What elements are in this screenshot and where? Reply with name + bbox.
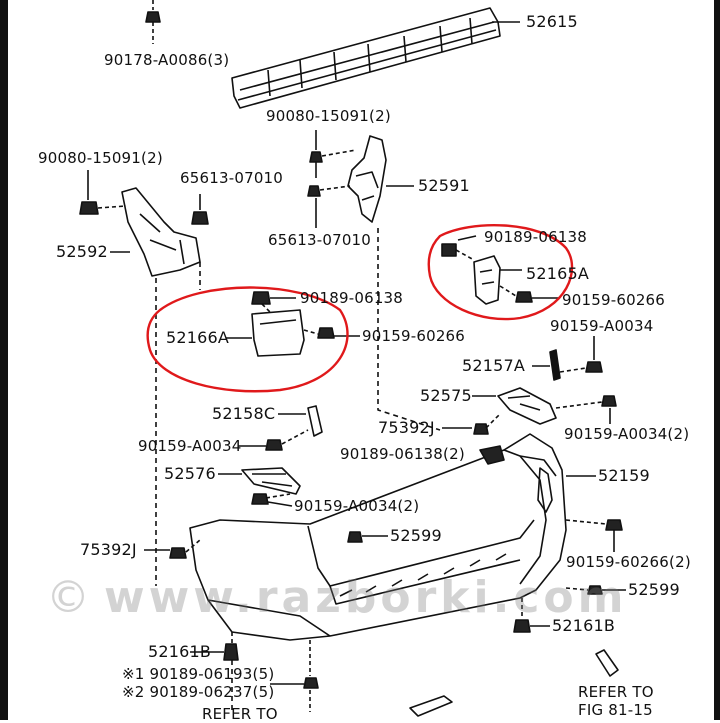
- label-52165A: 52165A: [526, 264, 590, 283]
- bottom-fasteners: [144, 519, 626, 717]
- highlight-circles: [146, 224, 574, 393]
- label-65613-07010-right: 65613-07010: [268, 231, 372, 249]
- label-90080-15091-right: 90080-15091(2): [266, 107, 391, 125]
- part-52159-bumper-cover: [189, 433, 567, 641]
- label-52161B-right: 52161B: [552, 616, 616, 635]
- label-52599-upper: 52599: [390, 526, 442, 545]
- label-refer-to-right: REFER TO: [578, 683, 654, 701]
- label-52159: 52159: [598, 466, 650, 485]
- left-border: [0, 0, 8, 720]
- label-90189-06138-2: 90189-06138(2): [340, 445, 465, 463]
- label-90159-A0034-left: 90159-A0034: [138, 437, 242, 455]
- part-52165A-retainer: [441, 235, 560, 305]
- part-52157A-52575-retainers: [442, 336, 617, 435]
- label-90178-A0086: 90178-A0086(3): [104, 51, 230, 69]
- right-border: [714, 0, 720, 720]
- label-52599-lower: 52599: [628, 580, 680, 599]
- label-refer-to-left: REFER TO: [202, 705, 278, 723]
- label-52615: 52615: [526, 12, 578, 31]
- watermark-text: www.razborki.com: [104, 572, 628, 623]
- label-52157A: 52157A: [462, 356, 526, 375]
- label-52592: 52592: [56, 242, 108, 261]
- label-90080-15091-left: 90080-15091(2): [38, 149, 163, 167]
- label-refer-fig: FIG 81-15: [578, 701, 653, 719]
- part-52615-reinforcement: [231, 7, 501, 109]
- label-75392J-upper: 75392J: [378, 418, 435, 437]
- label-90189-06237: ※2 90189-06237(5): [122, 683, 275, 701]
- label-90189-06138-left: 90189-06138: [300, 289, 404, 307]
- label-52591: 52591: [418, 176, 470, 195]
- label-65613-07010-left: 65613-07010: [180, 169, 284, 187]
- label-52166A: 52166A: [166, 328, 230, 347]
- label-52161B-left: 52161B: [148, 642, 212, 661]
- label-90159-60266-left: 90159-60266: [362, 327, 466, 345]
- label-90159-60266-right: 90159-60266: [562, 291, 666, 309]
- copyright-icon: ©: [46, 572, 94, 623]
- label-90159-A0034-2-right: 90159-A0034(2): [564, 425, 690, 443]
- part-52158C-52576-retainers: [218, 405, 323, 507]
- part-52591-bracket: [307, 135, 387, 228]
- label-90159-A0034-top: 90159-A0034: [550, 317, 654, 335]
- part-52166A-retainer: [226, 291, 360, 357]
- label-90159-A0034-2-left: 90159-A0034(2): [294, 497, 420, 515]
- label-75392J-lower: 75392J: [80, 540, 137, 559]
- guide-lines: [155, 228, 441, 710]
- label-90189-06193: ※1 90189-06193(5): [122, 665, 275, 683]
- label-52158C: 52158C: [212, 404, 276, 423]
- label-90189-06138-right: 90189-06138: [484, 228, 588, 246]
- label-52576: 52576: [164, 464, 216, 483]
- label-90159-60266-2: 90159-60266(2): [566, 553, 691, 571]
- part-90178-clip: [145, 0, 161, 44]
- watermark: ©www.razborki.com: [46, 572, 628, 623]
- label-52575: 52575: [420, 386, 472, 405]
